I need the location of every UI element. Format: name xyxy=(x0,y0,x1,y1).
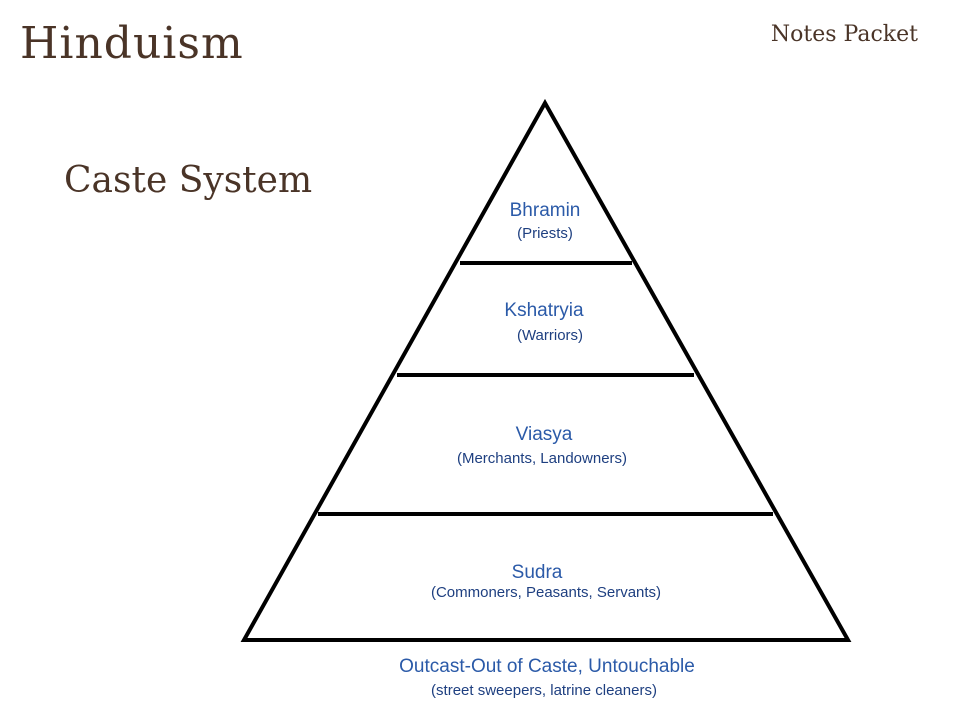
tier-2-role: (Warriors) xyxy=(517,327,583,344)
outcast-name: Outcast-Out of Caste, Untouchable xyxy=(399,656,695,677)
tier-2-name: Kshatryia xyxy=(504,300,584,321)
tier-3-name: Viasya xyxy=(516,424,573,445)
pyramid-outline xyxy=(240,98,852,642)
tier-1-role: (Priests) xyxy=(517,225,573,242)
slide-subtitle: Caste System xyxy=(64,160,313,201)
tier-3-role: (Merchants, Landowners) xyxy=(457,450,627,467)
outcast-role: (street sweepers, latrine cleaners) xyxy=(431,682,657,699)
notes-packet-label: Notes Packet xyxy=(770,22,918,47)
tier-4-name: Sudra xyxy=(512,562,563,583)
slide-title: Hinduism xyxy=(20,18,244,69)
tier-1-name: Bhramin xyxy=(510,200,581,221)
tier-4-role: (Commoners, Peasants, Servants) xyxy=(431,584,661,601)
